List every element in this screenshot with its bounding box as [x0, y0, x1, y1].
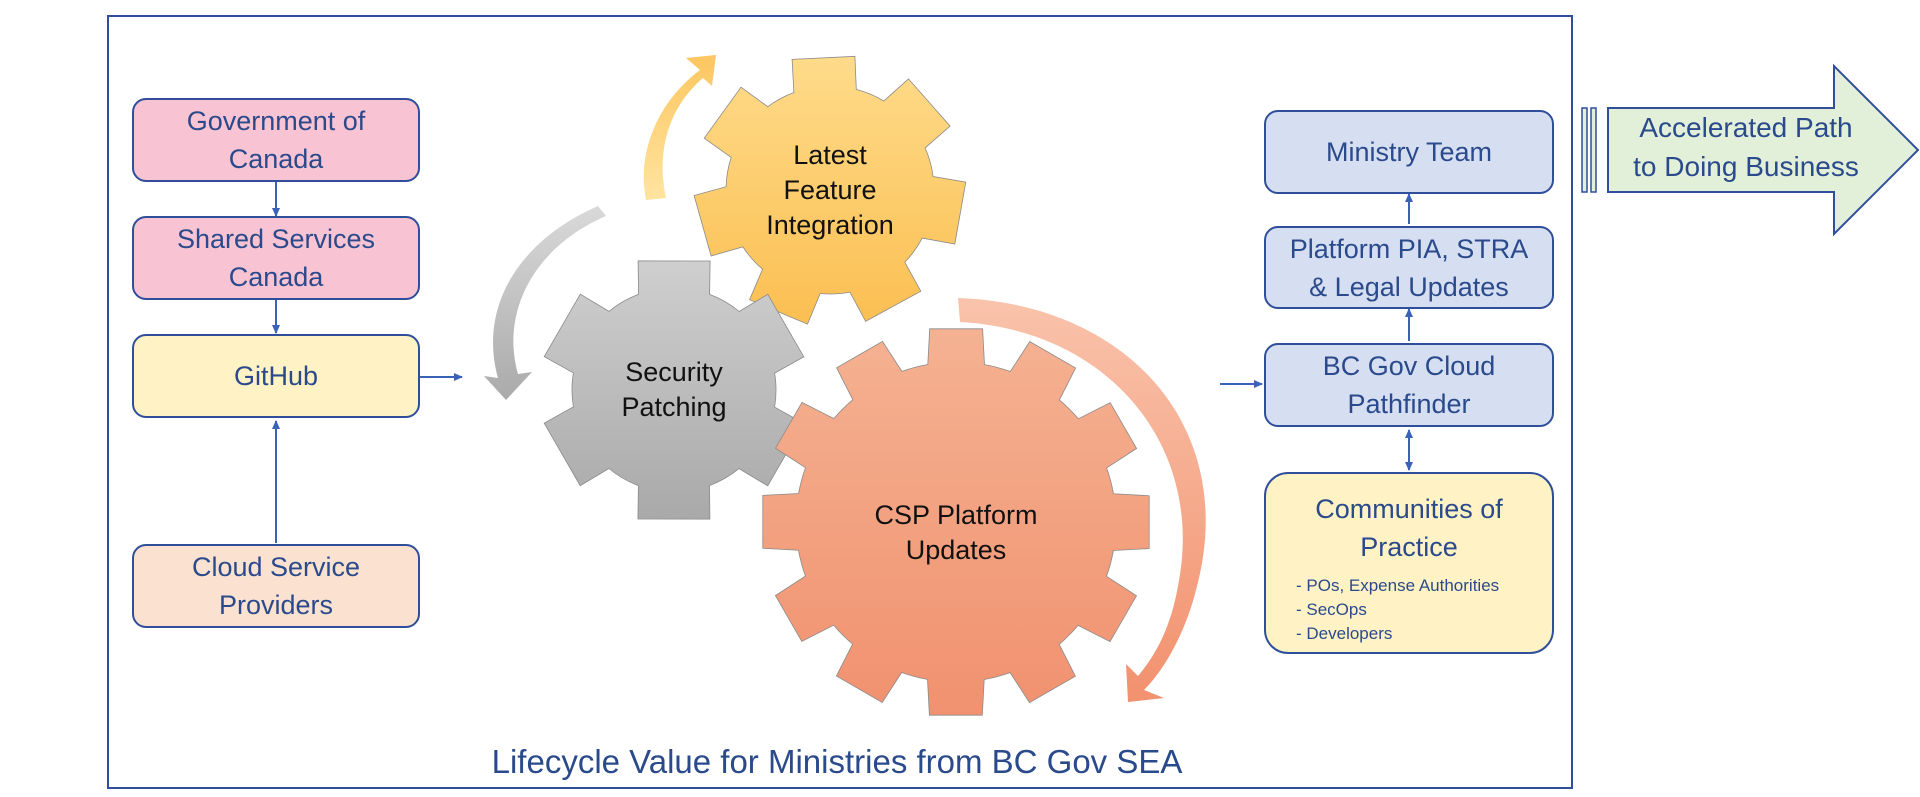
- outcome-arrow-line-1: Accelerated Path: [1639, 112, 1853, 143]
- communities-item: - SecOps: [1296, 600, 1367, 619]
- communities-item: - POs, Expense Authorities: [1296, 576, 1500, 595]
- gear-feature-integration: [693, 55, 967, 325]
- diagram-caption: Lifecycle Value for Ministries from BC G…: [491, 743, 1183, 780]
- gear-csp-line-2: Updates: [905, 535, 1007, 565]
- cycle-arrow-gray: [484, 206, 606, 400]
- gear-csp-label: CSP Platform Updates: [846, 498, 1066, 568]
- cycle-arrow-salmon: [958, 298, 1206, 702]
- gear-security-shape: [543, 260, 805, 520]
- gear-feature-line-3: Integration: [766, 210, 894, 240]
- outcome-arrow-line-2: to Doing Business: [1633, 151, 1859, 182]
- box-communities-title-line-1: Communities of: [1315, 494, 1503, 524]
- box-pia-line-1: Platform PIA, STRA: [1289, 233, 1529, 264]
- gear-security-label: Security Patching: [584, 355, 764, 425]
- cycle-arrow-yellow: [643, 55, 716, 200]
- outcome-stripe-1: [1581, 107, 1588, 193]
- outcome-stripe-2: [1590, 107, 1597, 193]
- outcome-arrow-label: Accelerated Path to Doing Business: [1618, 108, 1874, 186]
- box-government-line-2: Canada: [228, 144, 324, 174]
- box-government-line-1: Government of: [186, 106, 366, 136]
- box-bc-gov-cloud-pathfinder: BC Gov Cloud Pathfinder: [1264, 343, 1554, 427]
- box-github-label: GitHub: [233, 361, 319, 391]
- gear-security-line-1: Security: [625, 357, 723, 387]
- box-cloud-line-1: Cloud Service: [191, 552, 361, 582]
- box-pathfinder-line-2: Pathfinder: [1347, 389, 1471, 419]
- outcome-arrow-shape: [1607, 63, 1920, 237]
- box-platform-pia: Platform PIA, STRA & Legal Updates: [1264, 226, 1554, 309]
- box-communities-title-line-2: Practice: [1360, 532, 1458, 562]
- box-ssc-line-2: Canada: [228, 262, 324, 292]
- gear-feature-label: Latest Feature Integration: [740, 138, 920, 243]
- box-cloud-service-providers: Cloud Service Providers: [132, 544, 420, 628]
- box-ministry-team: Ministry Team: [1264, 110, 1554, 194]
- gear-security-patching: [543, 260, 805, 520]
- box-communities-of-practice: Communities of Practice - POs, Expense A…: [1264, 472, 1554, 654]
- box-ssc-line-1: Shared Services: [176, 224, 376, 254]
- gear-csp-platform-updates: [762, 328, 1150, 716]
- outer-frame: [107, 15, 1573, 789]
- gear-feature-line-1: Latest: [793, 140, 867, 170]
- gear-csp-line-1: CSP Platform: [874, 500, 1038, 530]
- box-shared-services-canada: Shared Services Canada: [132, 216, 420, 300]
- box-government-of-canada: Government of Canada: [132, 98, 420, 182]
- box-github: GitHub: [132, 334, 420, 418]
- box-cloud-line-2: Providers: [218, 590, 334, 620]
- gear-feature-shape: [693, 55, 967, 325]
- box-pathfinder-line-1: BC Gov Cloud: [1322, 351, 1496, 381]
- gear-feature-line-2: Feature: [783, 175, 877, 205]
- communities-list: - POs, Expense Authorities - SecOps - De…: [1274, 574, 1544, 646]
- gear-security-line-2: Patching: [621, 392, 727, 422]
- box-ministry-label: Ministry Team: [1325, 137, 1493, 167]
- box-pia-line-2: & Legal Updates: [1309, 271, 1509, 302]
- gear-csp-shape: [762, 328, 1150, 716]
- communities-item: - Developers: [1296, 624, 1393, 643]
